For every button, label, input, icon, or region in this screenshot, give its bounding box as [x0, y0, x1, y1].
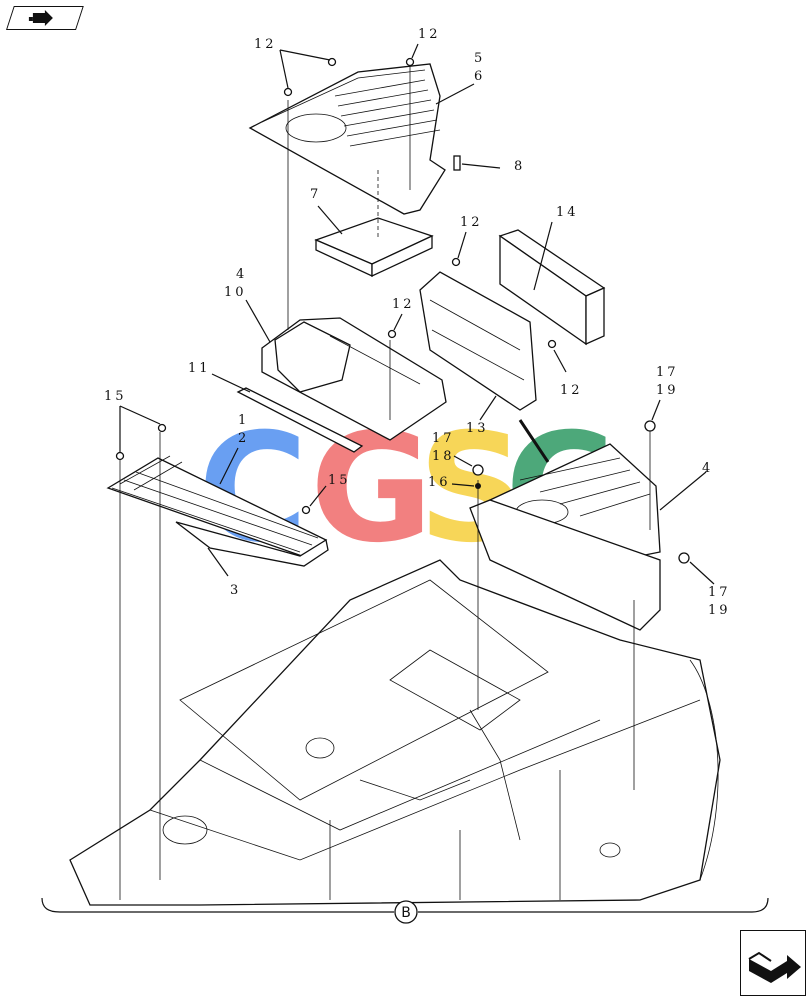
callout-number: 16 [428, 475, 451, 490]
callout-number: 15 [328, 473, 351, 488]
bolt [283, 87, 293, 97]
callout-number: 8 [514, 159, 525, 174]
callout-number: 12 [392, 297, 415, 312]
callout-number: 2 [238, 431, 249, 446]
callout-number: 6 [474, 69, 485, 84]
callout-number: 4 [236, 267, 247, 282]
arrow-icon [748, 951, 801, 983]
main-frame [69, 559, 721, 906]
previous-page-button[interactable] [6, 6, 84, 30]
pin-8 [453, 155, 501, 171]
bolt [405, 57, 415, 67]
callout-number: 10 [224, 285, 247, 300]
right-grating [469, 419, 661, 631]
left-grating [106, 455, 329, 567]
callout-labels: 12 12 5 6 8 7 12 14 4 10 12 11 12 13 15 … [104, 27, 731, 618]
callout-number: 12 [560, 383, 583, 398]
foam-block-14 [498, 229, 606, 346]
bolt [451, 257, 461, 267]
pad-7 [314, 170, 434, 278]
callout-number: 4 [702, 461, 713, 476]
section-bracket: B [41, 897, 769, 924]
callout-number: 17 [432, 431, 455, 446]
box-bracket-10 [261, 317, 447, 441]
bolt [472, 464, 484, 476]
callout-number: 3 [230, 583, 241, 598]
bolt [475, 483, 481, 489]
callout-number: 17 [656, 365, 679, 380]
callout-number: 12 [254, 37, 277, 52]
callout-number: 13 [466, 421, 489, 436]
upper-cover-plate [248, 63, 446, 215]
callout-number: 19 [656, 383, 679, 398]
arrow-icon [28, 10, 53, 26]
bolt [301, 505, 311, 515]
callout-number: 14 [556, 205, 579, 220]
callout-number: 11 [188, 361, 211, 376]
side-bracket-13 [419, 271, 537, 411]
callout-number: 17 [708, 585, 731, 600]
bolt [327, 57, 337, 67]
callout-number: 19 [708, 603, 731, 618]
bolt [157, 423, 167, 433]
callout-number: 15 [104, 389, 127, 404]
bolt [387, 329, 397, 339]
bolt [547, 339, 557, 349]
callout-number: 18 [432, 449, 455, 464]
bolt [115, 451, 125, 461]
next-page-button[interactable] [740, 930, 806, 996]
bolts [115, 57, 690, 564]
callout-number: 12 [418, 27, 441, 42]
bolt [678, 552, 690, 564]
leader-lines [119, 43, 715, 585]
section-marker-circle [394, 900, 418, 924]
bolt [644, 420, 656, 432]
callout-number: 1 [238, 413, 249, 428]
callout-number: 7 [310, 187, 321, 202]
alignment-lines [119, 66, 651, 900]
section-marker-label: B [401, 905, 411, 921]
callout-number: 12 [460, 215, 483, 230]
callout-number: 5 [474, 51, 485, 66]
